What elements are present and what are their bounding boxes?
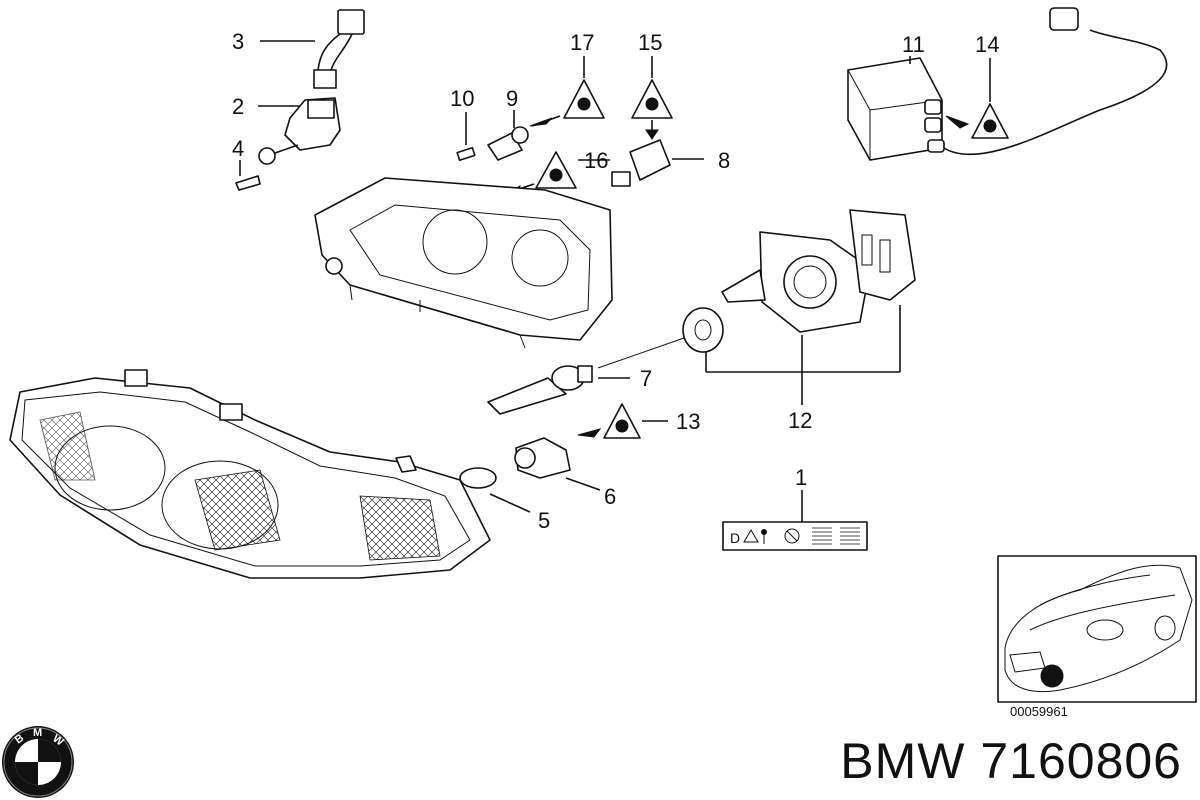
callout-14: 14 — [975, 32, 999, 57]
warning-triangle-15 — [631, 56, 673, 140]
callout-8: 8 — [718, 148, 730, 173]
warning-triangle-17 — [563, 56, 605, 119]
callout-15: 15 — [638, 30, 662, 55]
part-8-socket — [611, 139, 704, 187]
part-10-bulb — [456, 112, 476, 162]
bmw-logo: B M W — [2, 726, 74, 798]
callout-17: 17 — [570, 30, 594, 55]
callout-2: 2 — [232, 94, 244, 119]
callout-9: 9 — [506, 86, 518, 111]
part-5-bulb — [459, 467, 531, 513]
warning-triangle-14 — [945, 58, 1009, 139]
part-3-connector-cable — [260, 9, 365, 89]
part-4-screw — [235, 160, 261, 191]
part-12-bracket — [705, 209, 916, 405]
car-location-inset — [997, 555, 1197, 703]
part-1-warning-label: D — [722, 490, 868, 551]
svg-text:D: D — [730, 530, 740, 546]
callout-5: 5 — [538, 508, 550, 533]
part-2-bulb-holder — [258, 97, 341, 165]
callout-1: 1 — [795, 465, 807, 490]
headlight-lens — [9, 369, 491, 579]
callout-13: 13 — [676, 409, 700, 434]
callout-11: 11 — [902, 32, 925, 57]
part-9-bulb-socket — [487, 110, 561, 161]
diagram-id: 00059961 — [1010, 704, 1068, 719]
callout-4: 4 — [232, 136, 244, 161]
callout-3: 3 — [232, 29, 244, 54]
part-6-bulb — [514, 437, 601, 491]
callout-6: 6 — [604, 484, 616, 509]
footer-part-label: BMW 7160806 — [840, 733, 1182, 789]
part-11-control-unit — [847, 7, 1168, 161]
warning-triangle-13 — [577, 403, 668, 439]
svg-text:M: M — [33, 727, 42, 739]
callout-7: 7 — [640, 366, 652, 391]
callout-10: 10 — [450, 86, 474, 111]
part-7-bulb — [487, 365, 630, 415]
headlight-housing — [314, 177, 613, 349]
part-ring — [597, 307, 724, 369]
callout-16: 16 — [584, 148, 608, 173]
callout-12: 12 — [788, 408, 812, 433]
